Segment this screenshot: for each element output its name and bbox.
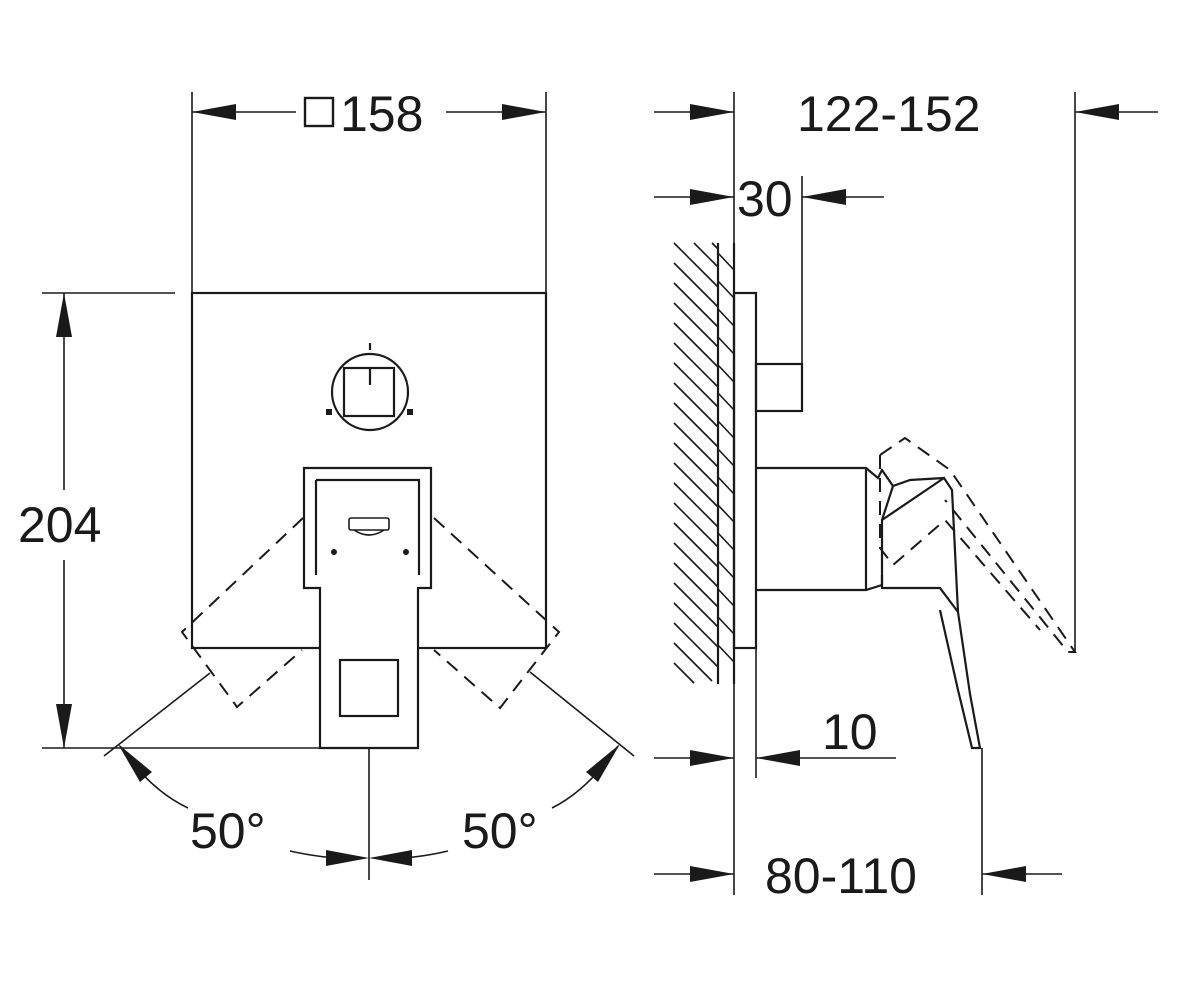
lever-side bbox=[756, 466, 982, 750]
height-dimension: 204 bbox=[18, 292, 320, 749]
spindle-dimension: 30 bbox=[654, 171, 884, 364]
height-label: 204 bbox=[18, 497, 101, 553]
side-view: 122-152 30 10 80-110 bbox=[654, 86, 1158, 904]
lever-handle bbox=[302, 466, 433, 750]
lever-rotation-dashed bbox=[180, 517, 561, 710]
projection-label: 80-110 bbox=[765, 848, 917, 904]
cover-plate-side bbox=[732, 291, 758, 650]
spindle-label: 30 bbox=[737, 171, 793, 227]
width-label: 158 bbox=[340, 86, 423, 142]
brand-logo-icon bbox=[348, 517, 390, 536]
depth-label: 122-152 bbox=[797, 86, 981, 142]
wall-section bbox=[673, 242, 736, 684]
offset-label: 10 bbox=[822, 704, 878, 760]
diverter-spindle bbox=[754, 362, 804, 413]
square-symbol-icon bbox=[303, 96, 335, 128]
projection-dimension: 80-110 bbox=[654, 748, 1062, 904]
angle-dimensions: 50° 50° bbox=[103, 671, 635, 880]
offset-dimension: 10 bbox=[654, 648, 896, 895]
front-view: 158 204 50° 50° bbox=[18, 86, 635, 880]
angle-right-label: 50° bbox=[462, 803, 538, 859]
diverter-knob bbox=[326, 343, 413, 432]
angle-left-label: 50° bbox=[190, 803, 266, 859]
lever-swing-dashed bbox=[879, 436, 1077, 653]
depth-dimension: 122-152 bbox=[654, 86, 1158, 652]
width-dimension: 158 bbox=[191, 86, 547, 293]
